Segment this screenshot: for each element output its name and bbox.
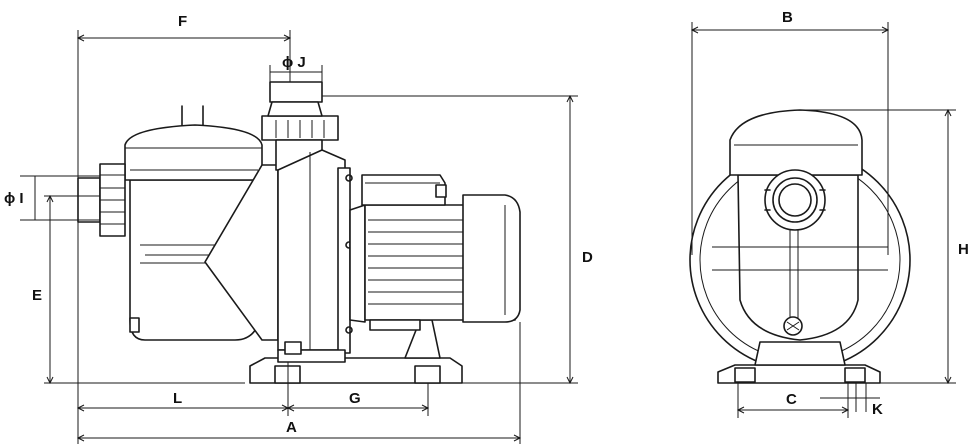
label-b: B [782, 9, 793, 26]
label-h: H [958, 241, 968, 258]
base-plate [249, 319, 463, 384]
label-g: G [349, 390, 361, 407]
label-i: ϕ I [4, 190, 24, 207]
label-c: C [786, 391, 797, 408]
label-a: A [286, 419, 297, 436]
volute-body [277, 149, 353, 363]
inlet-union [77, 163, 126, 237]
label-l: L [173, 390, 182, 407]
label-d: D [582, 249, 593, 266]
label-j: ϕ J [282, 54, 306, 71]
front-dimensions [690, 22, 956, 418]
label-e: E [32, 287, 42, 304]
label-k: K [872, 401, 883, 418]
label-f: F [178, 13, 187, 30]
front-view [689, 109, 911, 384]
side-view [77, 81, 521, 384]
dimension-labels: F ϕ J ϕ I E D L G A B H C K [4, 9, 968, 436]
motor [349, 174, 521, 331]
side-dimensions [20, 30, 578, 444]
